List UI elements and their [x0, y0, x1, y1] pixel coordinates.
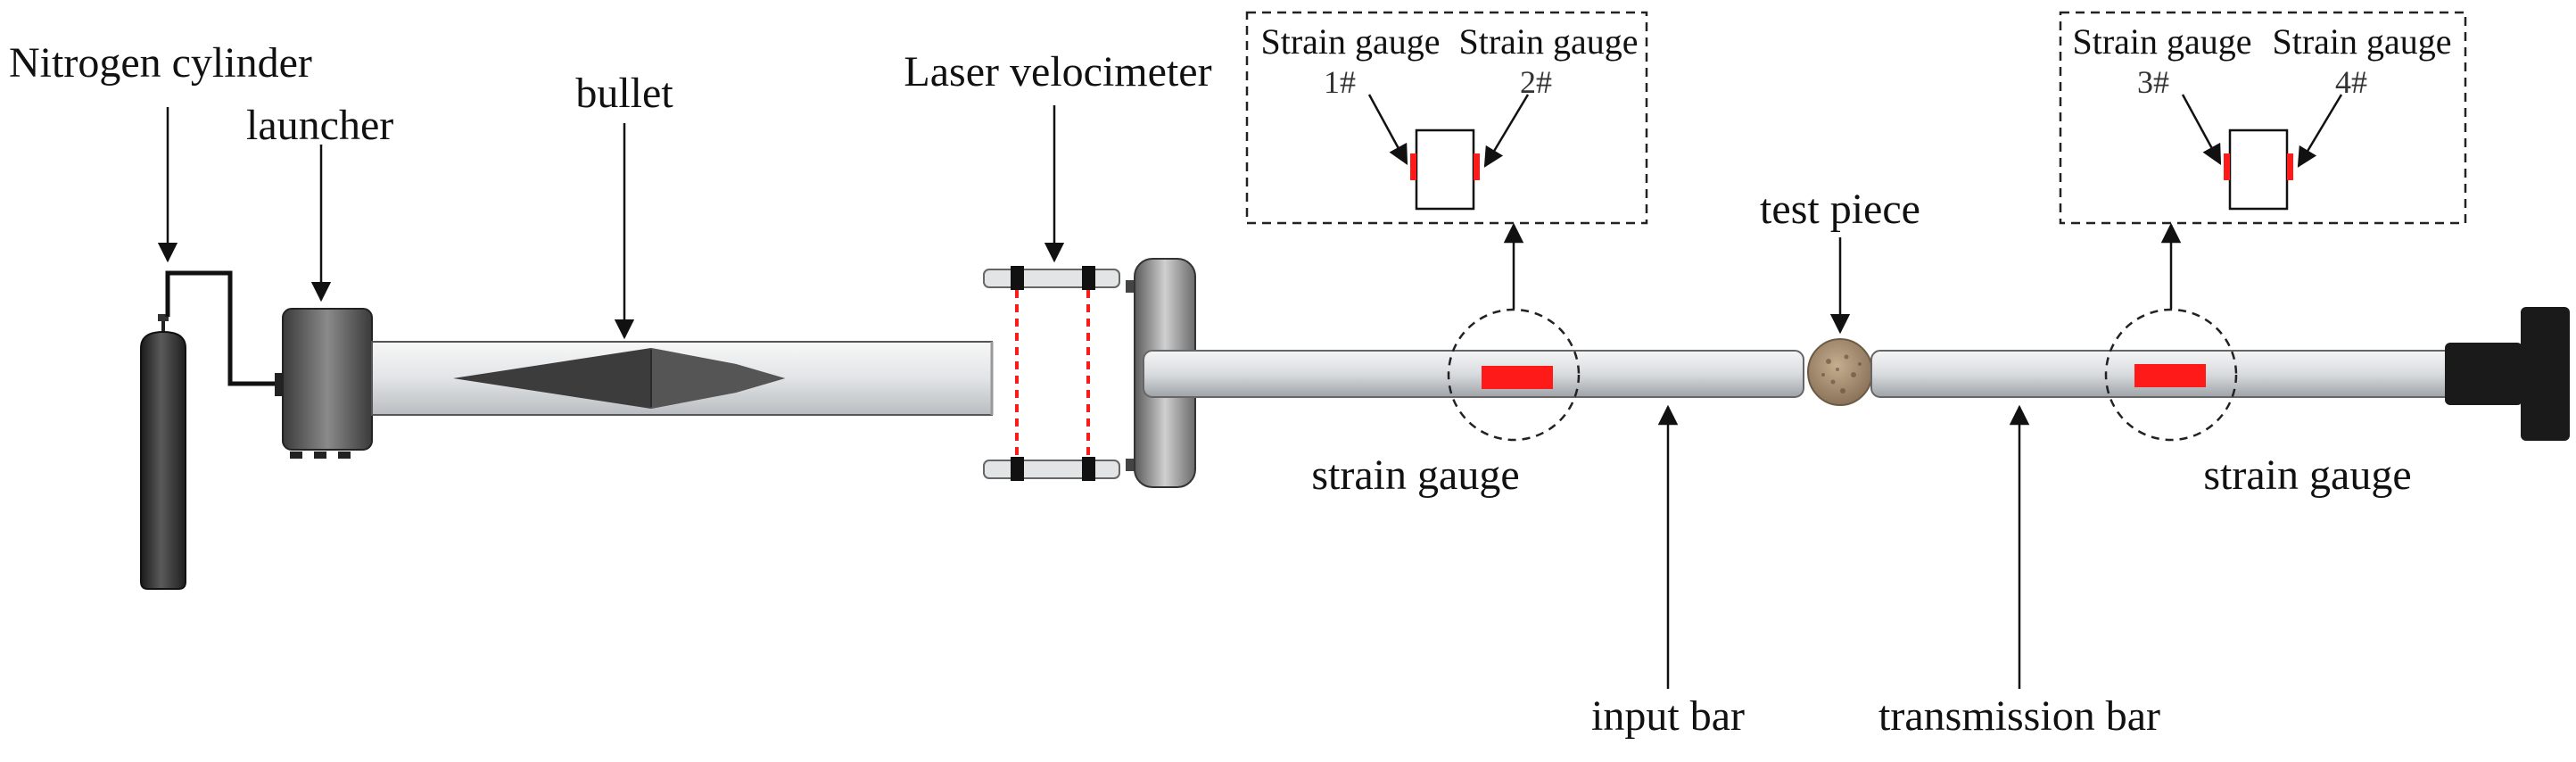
- input-bar: [1143, 350, 1804, 398]
- label-launcher: launcher: [246, 102, 393, 149]
- inset-left-label-a: Strain gauge: [1260, 21, 1440, 62]
- test-piece-specimen: [1807, 338, 1873, 406]
- label-transmission-bar: transmission bar: [1878, 692, 2160, 740]
- bullet-projectile: [453, 348, 785, 409]
- gauge-callout-circle-left: [1447, 308, 1581, 442]
- inset-right-label-a: Strain gauge: [2072, 21, 2251, 62]
- inset-right-num-a: 3#: [2137, 64, 2169, 100]
- inset-right-num-b: 4#: [2335, 64, 2367, 100]
- label-nitrogen-cylinder: Nitrogen cylinder: [9, 39, 312, 87]
- strain-gauge-inset-right: Strain gauge Strain gauge 3# 4#: [2059, 11, 2467, 225]
- label-test-piece: test piece: [1760, 186, 1920, 233]
- strain-gauge-transmission: [2134, 364, 2206, 387]
- label-strain-gauge-left: strain gauge: [1311, 451, 1519, 499]
- label-bullet: bullet: [575, 70, 673, 117]
- label-strain-gauge-right: strain gauge: [2203, 451, 2411, 499]
- inset-left-num-a: 1#: [1324, 64, 1356, 100]
- gauge-callout-circle-right: [2104, 308, 2238, 442]
- inset-left-label-b: Strain gauge: [1458, 21, 1638, 62]
- laser-velocimeter: [983, 266, 1120, 481]
- label-laser-velocimeter: Laser velocimeter: [904, 48, 1211, 95]
- launcher: [275, 308, 373, 459]
- absorber-end: [2445, 307, 2570, 441]
- label-input-bar: input bar: [1591, 692, 1745, 740]
- strain-gauge-inset-left: Strain gauge Strain gauge 1# 2#: [1245, 11, 1648, 225]
- strain-gauge-input: [1482, 366, 1553, 389]
- inset-left-num-b: 2#: [1520, 64, 1552, 100]
- gas-pipe: [165, 270, 278, 386]
- inset-right-label-b: Strain gauge: [2272, 21, 2451, 62]
- nitrogen-cylinder: [140, 314, 186, 590]
